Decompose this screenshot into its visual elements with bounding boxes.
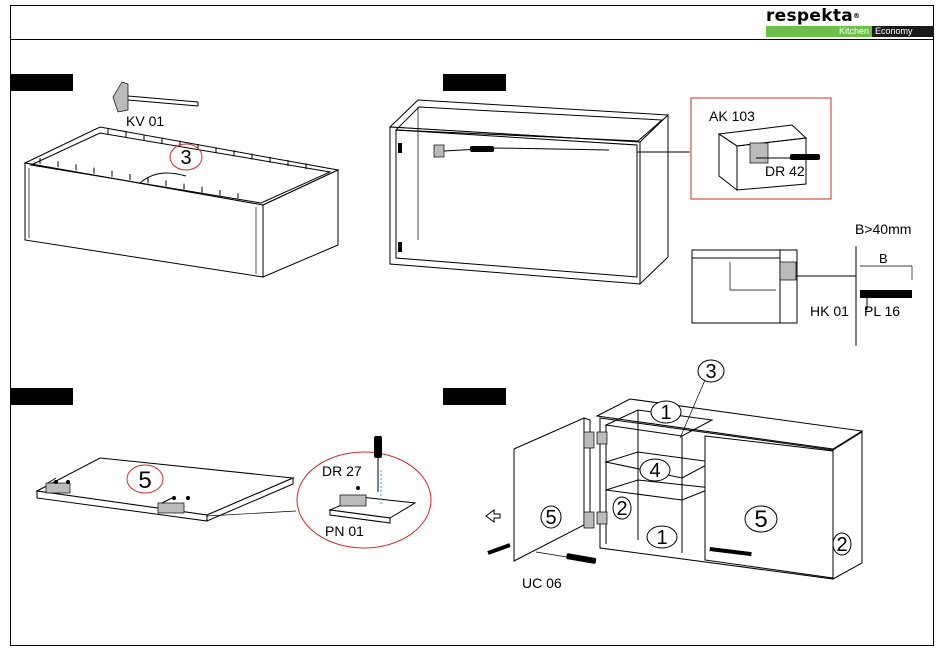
step-1-drawing: KV 01 3 xyxy=(25,82,338,277)
step1-panel-number: 3 xyxy=(180,147,191,169)
dr42-label: DR 42 xyxy=(765,163,805,179)
step4-top-number: 3 xyxy=(705,361,716,383)
hk01-label: HK 01 xyxy=(810,303,849,319)
step4-side-left-number: 2 xyxy=(616,498,627,520)
step4-shelf-top-number: 1 xyxy=(660,402,671,424)
pn01-label: PN 01 xyxy=(325,523,364,539)
b-rule-label: B>40mm xyxy=(855,221,911,237)
kv01-label: KV 01 xyxy=(126,113,164,129)
pl16-label: PL 16 xyxy=(864,303,900,319)
step4-shelf-bottom-number: 1 xyxy=(656,527,667,549)
step-2-drawing: AK 103 DR 42 B>40mm B HK 01 xyxy=(390,98,912,346)
step4-door-right-number: 5 xyxy=(754,506,767,533)
step3-panel-number: 5 xyxy=(138,467,151,494)
step4-door-left-number: 5 xyxy=(545,507,556,529)
step-4-drawing: UC 06 3 1 4 1 2 5 5 2 xyxy=(486,360,862,591)
uc06-label: UC 06 xyxy=(522,575,562,591)
ak103-label: AK 103 xyxy=(709,108,755,124)
b-mark-label: B xyxy=(879,251,888,266)
step4-side-right-number: 2 xyxy=(836,534,847,556)
arrow-icon xyxy=(486,510,500,522)
kv01-tool-icon xyxy=(113,82,198,112)
step-3-drawing: 5 DR 27 PN 01 xyxy=(37,436,431,548)
dr27-label: DR 27 xyxy=(322,463,362,479)
step4-shelf-mid-number: 4 xyxy=(649,460,660,482)
